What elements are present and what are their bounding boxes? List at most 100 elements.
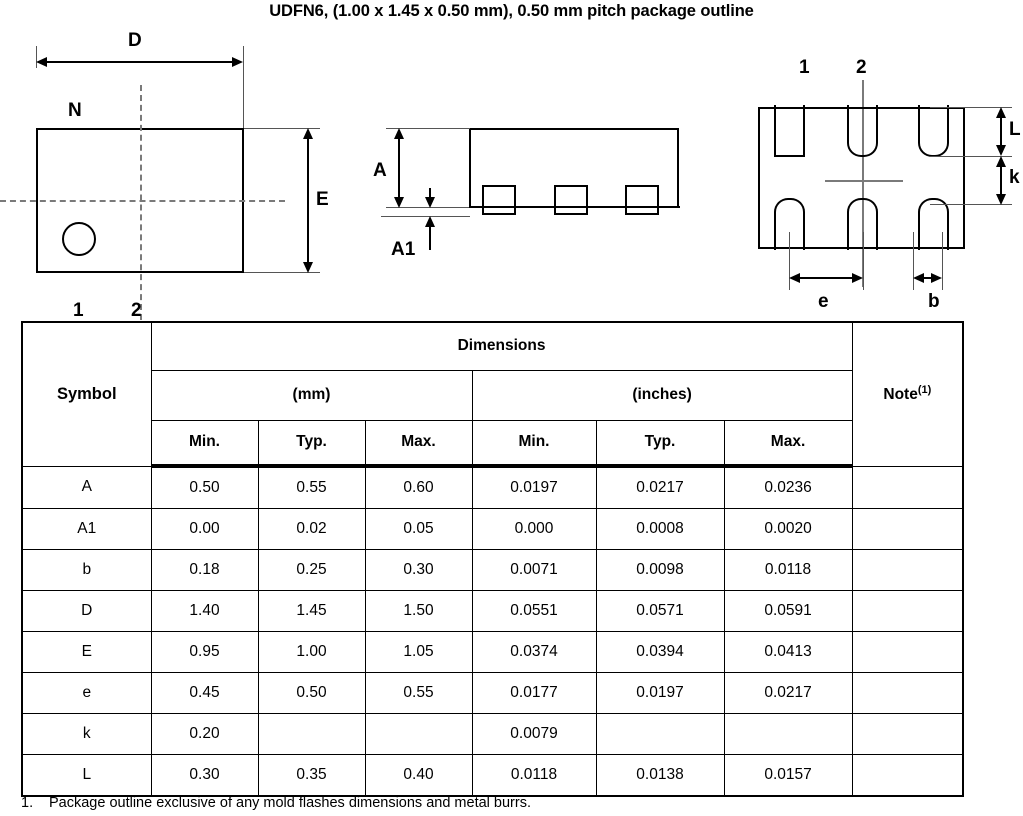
dim-e-arrowhead-up xyxy=(303,128,313,139)
footnote-number: 1. xyxy=(21,795,34,811)
cell-in-typ: 0.0217 xyxy=(595,465,725,509)
dim-a1-leader xyxy=(429,226,431,250)
top-view-witness-right xyxy=(243,46,244,130)
dim-b-label: b xyxy=(928,291,940,312)
top-view-centerline-horizontal xyxy=(0,200,285,202)
cell-note xyxy=(851,754,964,797)
dim-k-arrowhead-down xyxy=(996,194,1006,205)
pin-1-circle-marker xyxy=(62,222,96,256)
dim-a1-arrowhead-down xyxy=(425,197,435,208)
cell-mm-typ: 0.55 xyxy=(257,465,366,509)
dim-a1-arrowhead-up xyxy=(425,216,435,227)
bottom-view-witness-e-right xyxy=(863,232,864,290)
cell-in-max: 0.0020 xyxy=(723,508,853,550)
dim-d-line xyxy=(40,61,239,63)
dim-l-arrowhead-down xyxy=(996,145,1006,156)
cell-in-min: 0.0079 xyxy=(471,713,597,755)
table-header-in-min: Min. xyxy=(471,419,597,468)
table-row: e 0.45 0.50 0.55 0.0177 0.0197 0.0217 xyxy=(21,672,964,714)
cell-in-typ: 0.0098 xyxy=(595,549,725,591)
cell-in-max: 0.0157 xyxy=(723,754,853,797)
table-header-mm: (mm) xyxy=(150,369,473,421)
footnote-text: Package outline exclusive of any mold fl… xyxy=(49,795,531,811)
cell-in-min: 0.0071 xyxy=(471,549,597,591)
dim-k-arrowhead-up xyxy=(996,156,1006,167)
cell-in-max: 0.0217 xyxy=(723,672,853,714)
cell-mm-typ: 0.25 xyxy=(257,549,366,591)
cell-mm-typ xyxy=(257,713,366,755)
table-header-in-max: Max. xyxy=(723,419,853,468)
dim-e-line xyxy=(307,132,309,269)
table-header-dimensions: Dimensions xyxy=(150,321,853,371)
bottom-view-pin-2-label: 2 xyxy=(856,57,867,78)
cell-in-max: 0.0118 xyxy=(723,549,853,591)
page-title: UDFN6, (1.00 x 1.45 x 0.50 mm), 0.50 mm … xyxy=(269,2,754,20)
cell-mm-min: 0.30 xyxy=(150,754,259,797)
dim-e-pitch-arrowhead-left xyxy=(789,273,800,283)
cell-mm-max: 1.05 xyxy=(364,631,473,673)
table-header-in-typ: Typ. xyxy=(595,419,725,468)
table-body: A 0.50 0.55 0.60 0.0197 0.0217 0.0236 A1… xyxy=(21,465,964,797)
dim-e-pitch-arrowhead-right xyxy=(852,273,863,283)
table-row: A1 0.00 0.02 0.05 0.000 0.0008 0.0020 xyxy=(21,508,964,550)
cell-in-max: 0.0591 xyxy=(723,590,853,632)
dim-e-label: E xyxy=(316,189,329,210)
cell-note xyxy=(851,549,964,591)
cell-mm-max: 1.50 xyxy=(364,590,473,632)
cell-mm-typ: 0.50 xyxy=(257,672,366,714)
table-row: k 0.20 0.0079 xyxy=(21,713,964,755)
cell-note xyxy=(851,713,964,755)
dim-a-line xyxy=(398,132,400,204)
cell-symbol: e xyxy=(21,672,152,714)
side-view-pad-2 xyxy=(554,185,588,215)
bottom-view-pad-2 xyxy=(847,105,878,157)
dim-l-arrowhead-up xyxy=(996,107,1006,118)
bottom-view-witness-b-right xyxy=(942,232,943,290)
cell-note xyxy=(851,631,964,673)
table-header-mm-min: Min. xyxy=(150,419,259,468)
cell-in-typ: 0.0571 xyxy=(595,590,725,632)
cell-mm-max: 0.30 xyxy=(364,549,473,591)
cell-symbol: L xyxy=(21,754,152,797)
side-view-seating-line xyxy=(469,206,680,208)
cell-symbol: A1 xyxy=(21,508,152,550)
cell-in-min: 0.0118 xyxy=(471,754,597,797)
cell-mm-min: 0.45 xyxy=(150,672,259,714)
cell-note xyxy=(851,465,964,509)
dim-e-pitch-line xyxy=(793,277,859,279)
dim-a1-line-upper xyxy=(429,188,431,200)
dim-a-arrowhead-down xyxy=(394,197,404,208)
cell-mm-max: 0.05 xyxy=(364,508,473,550)
cell-note xyxy=(851,590,964,632)
bottom-view-witness-e-left xyxy=(789,232,790,290)
cell-mm-max: 0.60 xyxy=(364,465,473,509)
cell-mm-max xyxy=(364,713,473,755)
cell-mm-typ: 0.02 xyxy=(257,508,366,550)
note-text: Note xyxy=(883,386,918,404)
dim-e-arrowhead-down xyxy=(303,262,313,273)
side-view-pad-3 xyxy=(625,185,659,215)
cell-in-min: 0.0197 xyxy=(471,465,597,509)
table-row: A 0.50 0.55 0.60 0.0197 0.0217 0.0236 xyxy=(21,465,964,509)
bottom-view-ext-mid2 xyxy=(930,204,1012,205)
cell-in-max: 0.0413 xyxy=(723,631,853,673)
dim-a1-label: A1 xyxy=(391,239,416,260)
cell-mm-min: 0.95 xyxy=(150,631,259,673)
cell-mm-typ: 0.35 xyxy=(257,754,366,797)
cell-mm-min: 0.20 xyxy=(150,713,259,755)
bottom-view-witness-b-left xyxy=(913,232,914,290)
top-view-pin-1-label: 1 xyxy=(73,300,84,321)
top-view-centerline-vertical xyxy=(140,85,142,320)
dim-b-line xyxy=(917,277,938,279)
table-row: E 0.95 1.00 1.05 0.0374 0.0394 0.0413 xyxy=(21,631,964,673)
cell-in-min: 0.000 xyxy=(471,508,597,550)
bottom-view-pad-3 xyxy=(918,105,949,157)
table-header-mm-typ: Typ. xyxy=(257,419,366,468)
cell-in-typ: 0.0197 xyxy=(595,672,725,714)
cell-mm-max: 0.40 xyxy=(364,754,473,797)
table-header-row-2: (mm) (inches) xyxy=(22,369,963,421)
dim-e-pitch-label: e xyxy=(818,291,829,312)
cell-mm-max: 0.55 xyxy=(364,672,473,714)
cell-in-max: 0.0236 xyxy=(723,465,853,509)
